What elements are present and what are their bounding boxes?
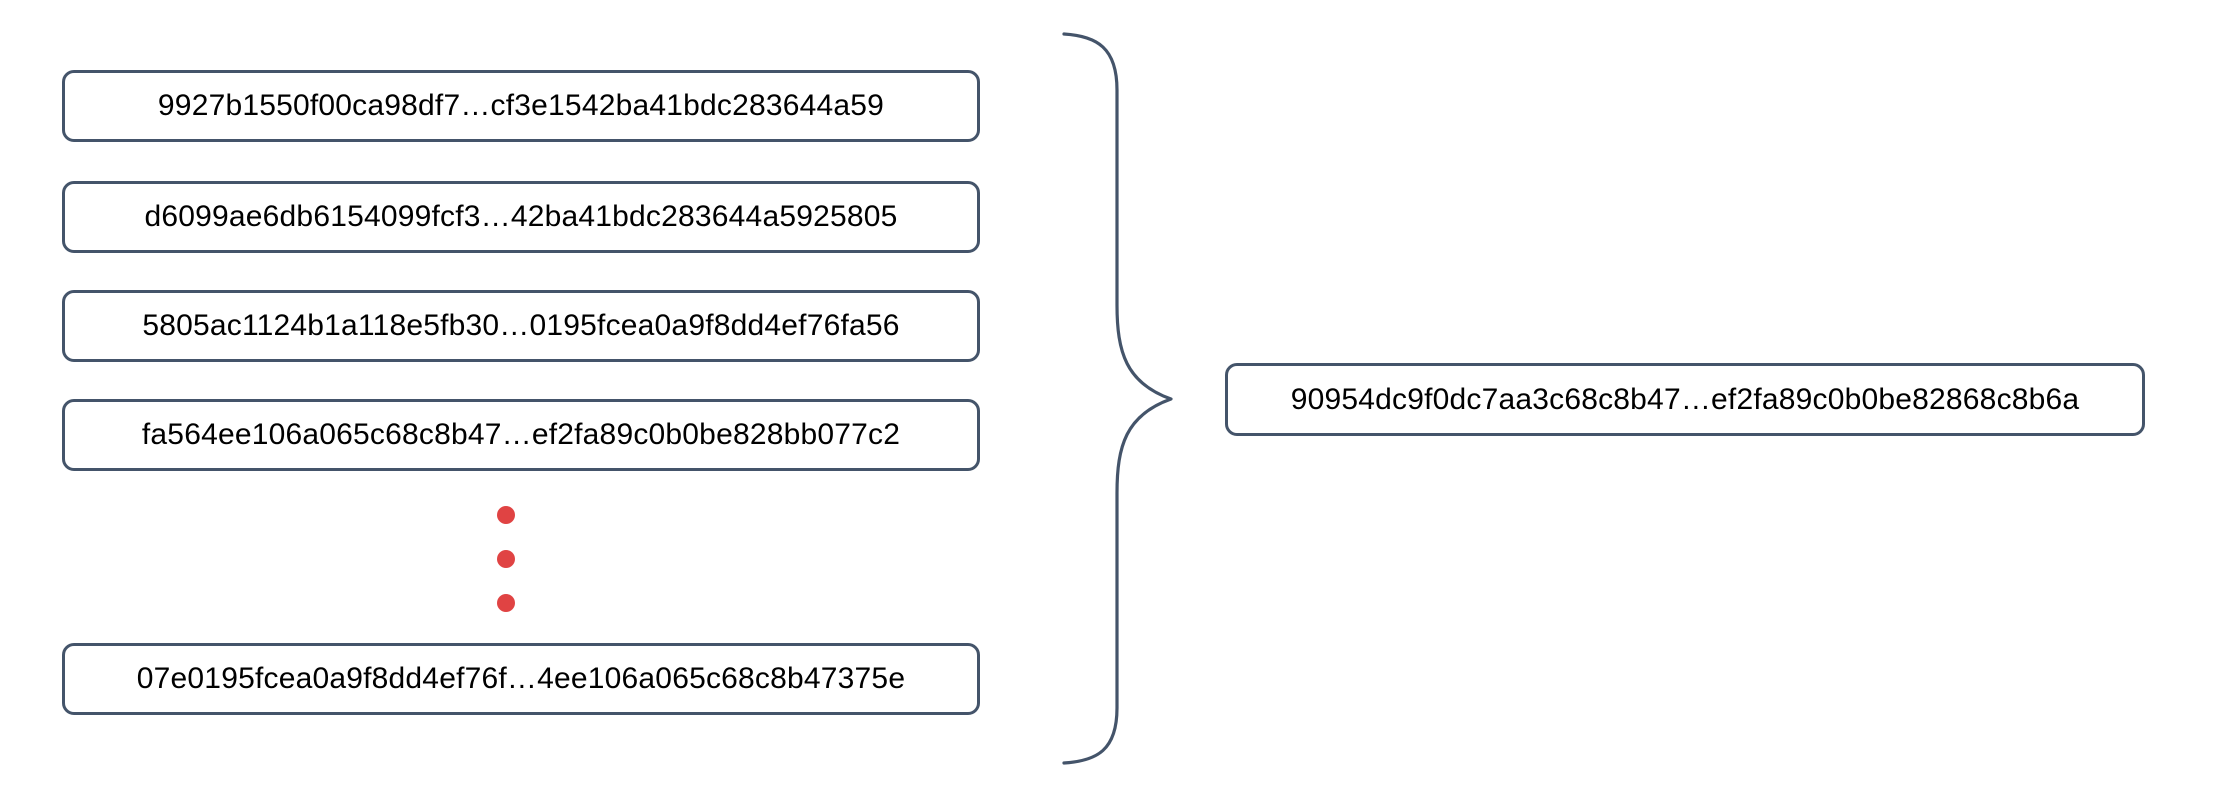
hash-block-4-text: fa564ee106a065c68c8b47…ef2fa89c0b0be828b…: [141, 418, 901, 451]
hash-block-2-text: d6099ae6db6154099fcf3…42ba41bdc283644a59…: [144, 200, 898, 233]
hash-block-last: 07e0195fcea0a9f8dd4ef76f…4ee106a065c68c8…: [62, 643, 980, 715]
hash-block-1: 9927b1550f00ca98df7…cf3e1542ba41bdc28364…: [62, 70, 980, 142]
ellipsis-dot-icon: [497, 550, 515, 568]
hash-block-3-text: 5805ac1124b1a118e5fb30…0195fcea0a9f8dd4e…: [142, 309, 900, 342]
hash-block-4: fa564ee106a065c68c8b47…ef2fa89c0b0be828b…: [62, 399, 980, 471]
hash-block-2: d6099ae6db6154099fcf3…42ba41bdc283644a59…: [62, 181, 980, 253]
combined-hash-block: 90954dc9f0dc7aa3c68c8b47…ef2fa89c0b0be82…: [1225, 363, 2145, 436]
ellipsis-dot-icon: [497, 594, 515, 612]
hash-block-3: 5805ac1124b1a118e5fb30…0195fcea0a9f8dd4e…: [62, 290, 980, 362]
ellipsis-dots: [497, 506, 515, 612]
hash-block-1-text: 9927b1550f00ca98df7…cf3e1542ba41bdc28364…: [157, 89, 885, 122]
combined-hash-text: 90954dc9f0dc7aa3c68c8b47…ef2fa89c0b0be82…: [1290, 382, 2080, 416]
hash-block-last-text: 07e0195fcea0a9f8dd4ef76f…4ee106a065c68c8…: [136, 662, 906, 695]
ellipsis-dot-icon: [497, 506, 515, 524]
